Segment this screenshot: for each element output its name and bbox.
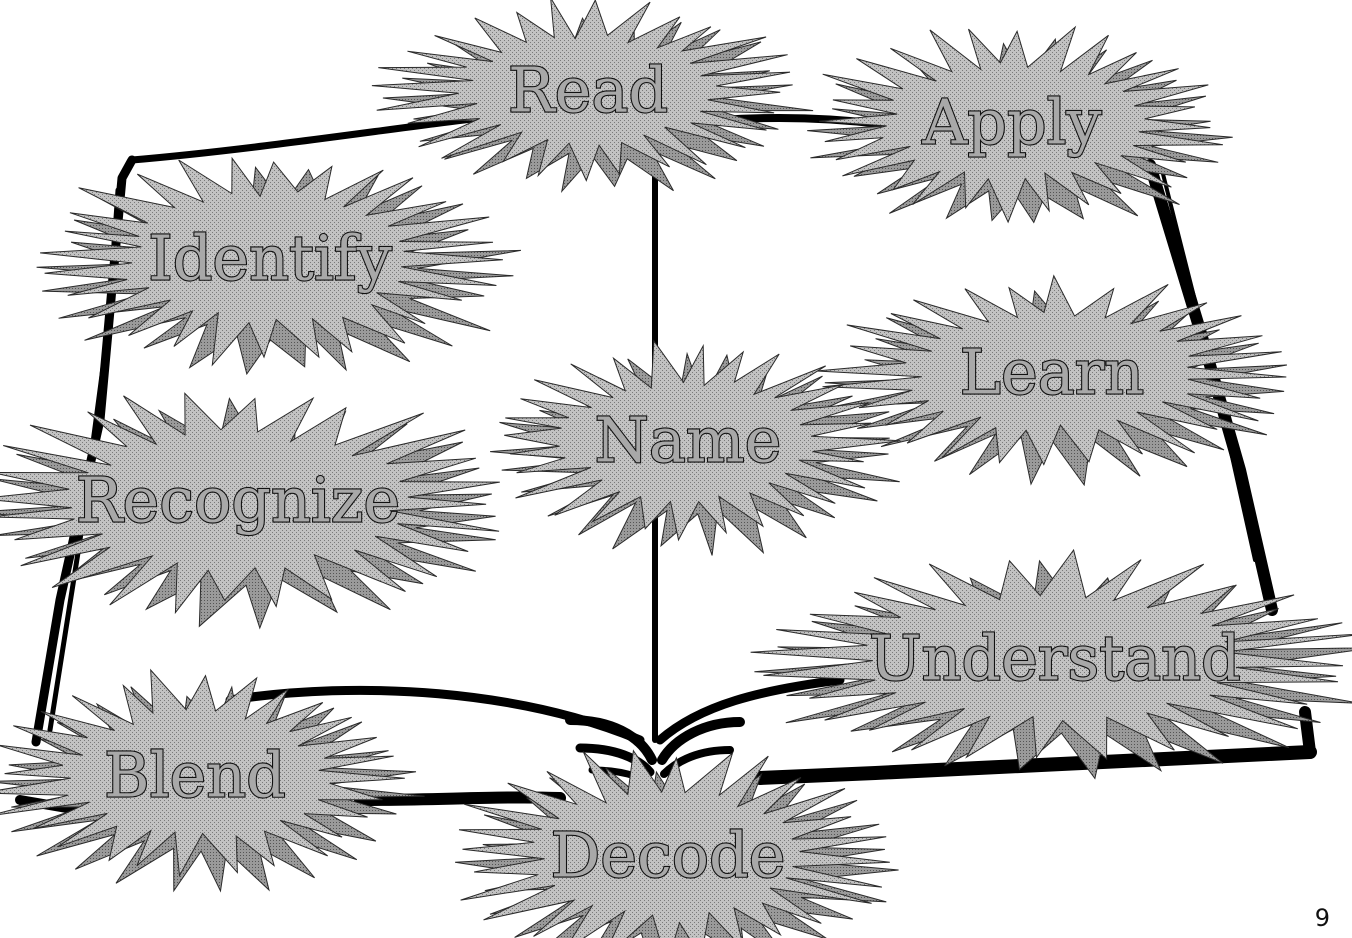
- word-read: Read: [508, 54, 668, 127]
- burst-read: Read: [371, 0, 814, 193]
- burst-shape: [40, 156, 503, 367]
- burst-understand: Understand: [750, 548, 1352, 780]
- burst-shape: [0, 668, 405, 878]
- word-learn: Learn: [960, 336, 1144, 409]
- burst-decode: Decode: [455, 749, 899, 938]
- book-bottom-right-curve: [655, 675, 845, 745]
- word-identify: Identify: [148, 222, 392, 295]
- page-number: 9: [1314, 904, 1330, 932]
- word-understand: Understand: [869, 622, 1241, 695]
- burst-shape: [819, 25, 1223, 224]
- book-page-flap: [657, 717, 745, 765]
- word-apply: Apply: [921, 86, 1101, 159]
- burst-shape: [0, 392, 500, 615]
- book-page-flap: [565, 715, 657, 765]
- book-page-flap: [660, 746, 734, 778]
- word-name: Name: [595, 404, 782, 477]
- word-decode: Decode: [551, 819, 786, 892]
- burst-identify: Identify: [36, 156, 521, 376]
- burst-name: Name: [490, 339, 901, 556]
- book-right-edge-inner: [1160, 168, 1257, 562]
- book-top-left-edge: [128, 114, 484, 164]
- burst-shape: [458, 749, 890, 938]
- book-bottom-base-right: [753, 745, 1317, 785]
- burst-recognize: Recognize: [0, 392, 500, 630]
- book-page-flap: [575, 743, 655, 777]
- word-blend: Blend: [104, 739, 286, 812]
- burst-shape: [371, 0, 791, 182]
- word-recognize: Recognize: [76, 464, 400, 537]
- burst-shape: [750, 548, 1352, 761]
- burst-learn: Learn: [816, 274, 1287, 487]
- burst-shape: [504, 339, 901, 542]
- burst-blend: Blend: [0, 668, 425, 893]
- burst-apply: Apply: [807, 25, 1233, 224]
